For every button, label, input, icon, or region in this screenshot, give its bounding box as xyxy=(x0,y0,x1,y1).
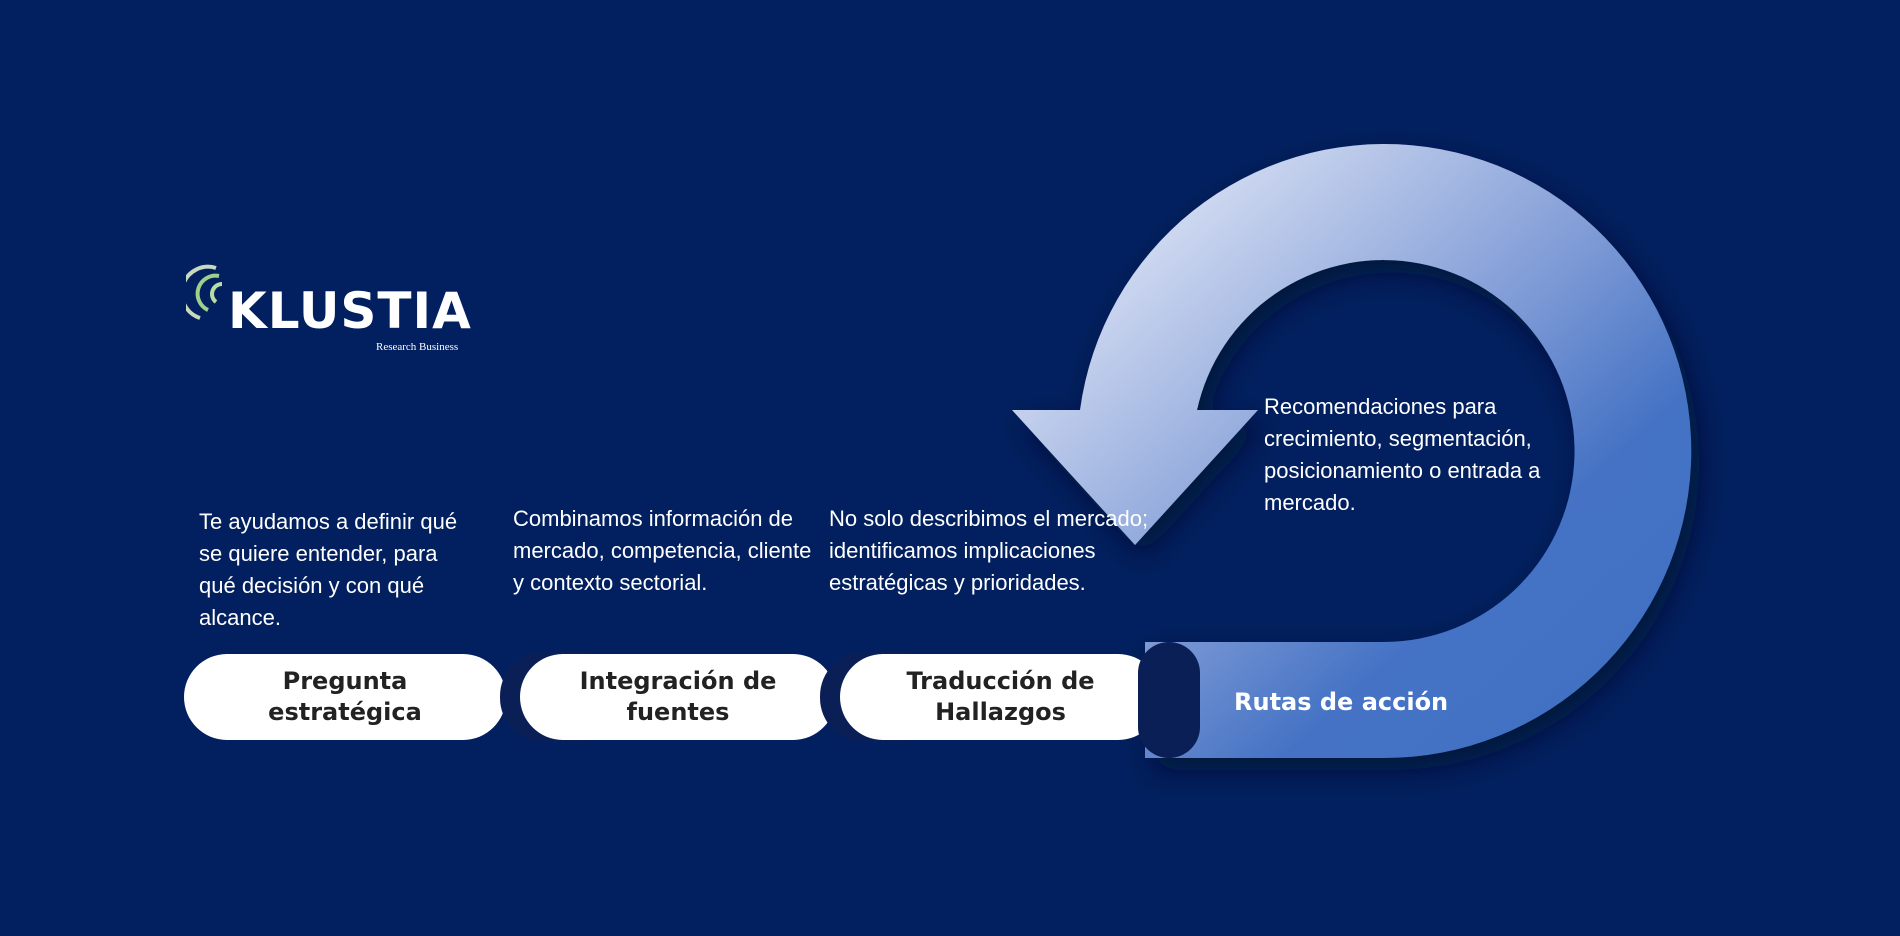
step-4-description: Recomendaciones para crecimiento, segmen… xyxy=(1264,394,1541,515)
step-3-description: No solo describimos el mercado; identifi… xyxy=(829,506,1149,595)
step-2-pill: Integración de fuentes xyxy=(520,654,836,740)
step-1-description: Te ayudamos a definir qué se quiere ente… xyxy=(199,509,458,630)
step-4-title: Rutas de acción xyxy=(1234,688,1449,716)
step-1-title: Pregunta estratégica xyxy=(268,667,422,726)
step-2-title: Integración de fuentes xyxy=(579,667,777,726)
logo-tagline: Research Business xyxy=(376,341,459,353)
logo-signal-icon xyxy=(186,264,223,320)
step-2-description: Combinamos información de mercado, compe… xyxy=(513,506,812,595)
step-3-pill: Traducción de Hallazgos xyxy=(840,654,1161,740)
step-1-pill: Pregunta estratégica xyxy=(184,654,506,740)
step-4-pill-shadow xyxy=(1138,642,1200,758)
logo-wordmark: KLUSTIA xyxy=(228,282,472,340)
step-3-title: Traducción de Hallazgos xyxy=(906,667,1095,726)
